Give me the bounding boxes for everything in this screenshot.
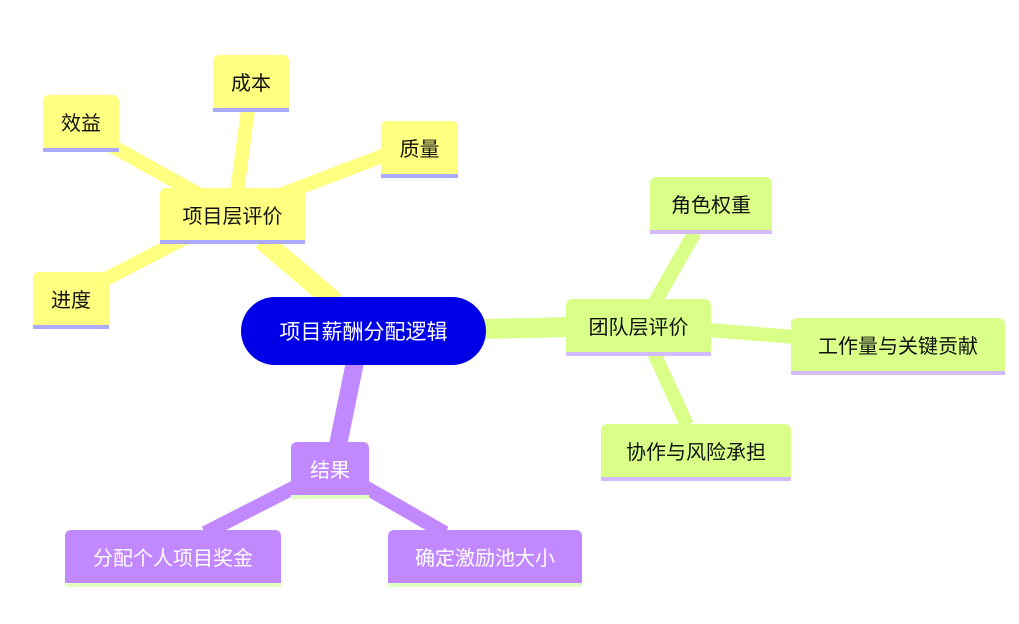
link-root-project: [255, 232, 342, 310]
link-team-collab: [647, 350, 694, 428]
link-root-result: [329, 360, 364, 447]
link-project-progress: [96, 231, 189, 289]
node-incentive-pool[interactable]: 确定激励池大小: [388, 530, 582, 587]
root-node[interactable]: 项目薪酬分配逻辑: [241, 297, 486, 365]
node-project-evaluation[interactable]: 项目层评价: [160, 188, 305, 244]
node-result[interactable]: 结果: [291, 442, 369, 499]
link-project-benefit: [106, 138, 204, 202]
link-team-workload: [707, 323, 796, 344]
node-quality[interactable]: 质量: [381, 121, 458, 178]
node-workload-contribution[interactable]: 工作量与关键贡献: [791, 318, 1005, 375]
node-benefit[interactable]: 效益: [43, 95, 119, 152]
node-allocate-bonus[interactable]: 分配个人项目奖金: [65, 530, 281, 587]
link-project-cost: [230, 109, 255, 193]
link-team-role: [648, 228, 702, 306]
node-team-evaluation[interactable]: 团队层评价: [566, 299, 711, 356]
link-result-bonus: [201, 480, 299, 540]
link-result-pool: [361, 480, 449, 540]
node-cost[interactable]: 成本: [213, 55, 289, 112]
node-role-weight[interactable]: 角色权重: [650, 177, 772, 234]
node-collaboration-risk[interactable]: 协作与风险承担: [601, 424, 791, 481]
node-progress[interactable]: 进度: [33, 272, 109, 329]
link-root-team: [483, 317, 571, 339]
